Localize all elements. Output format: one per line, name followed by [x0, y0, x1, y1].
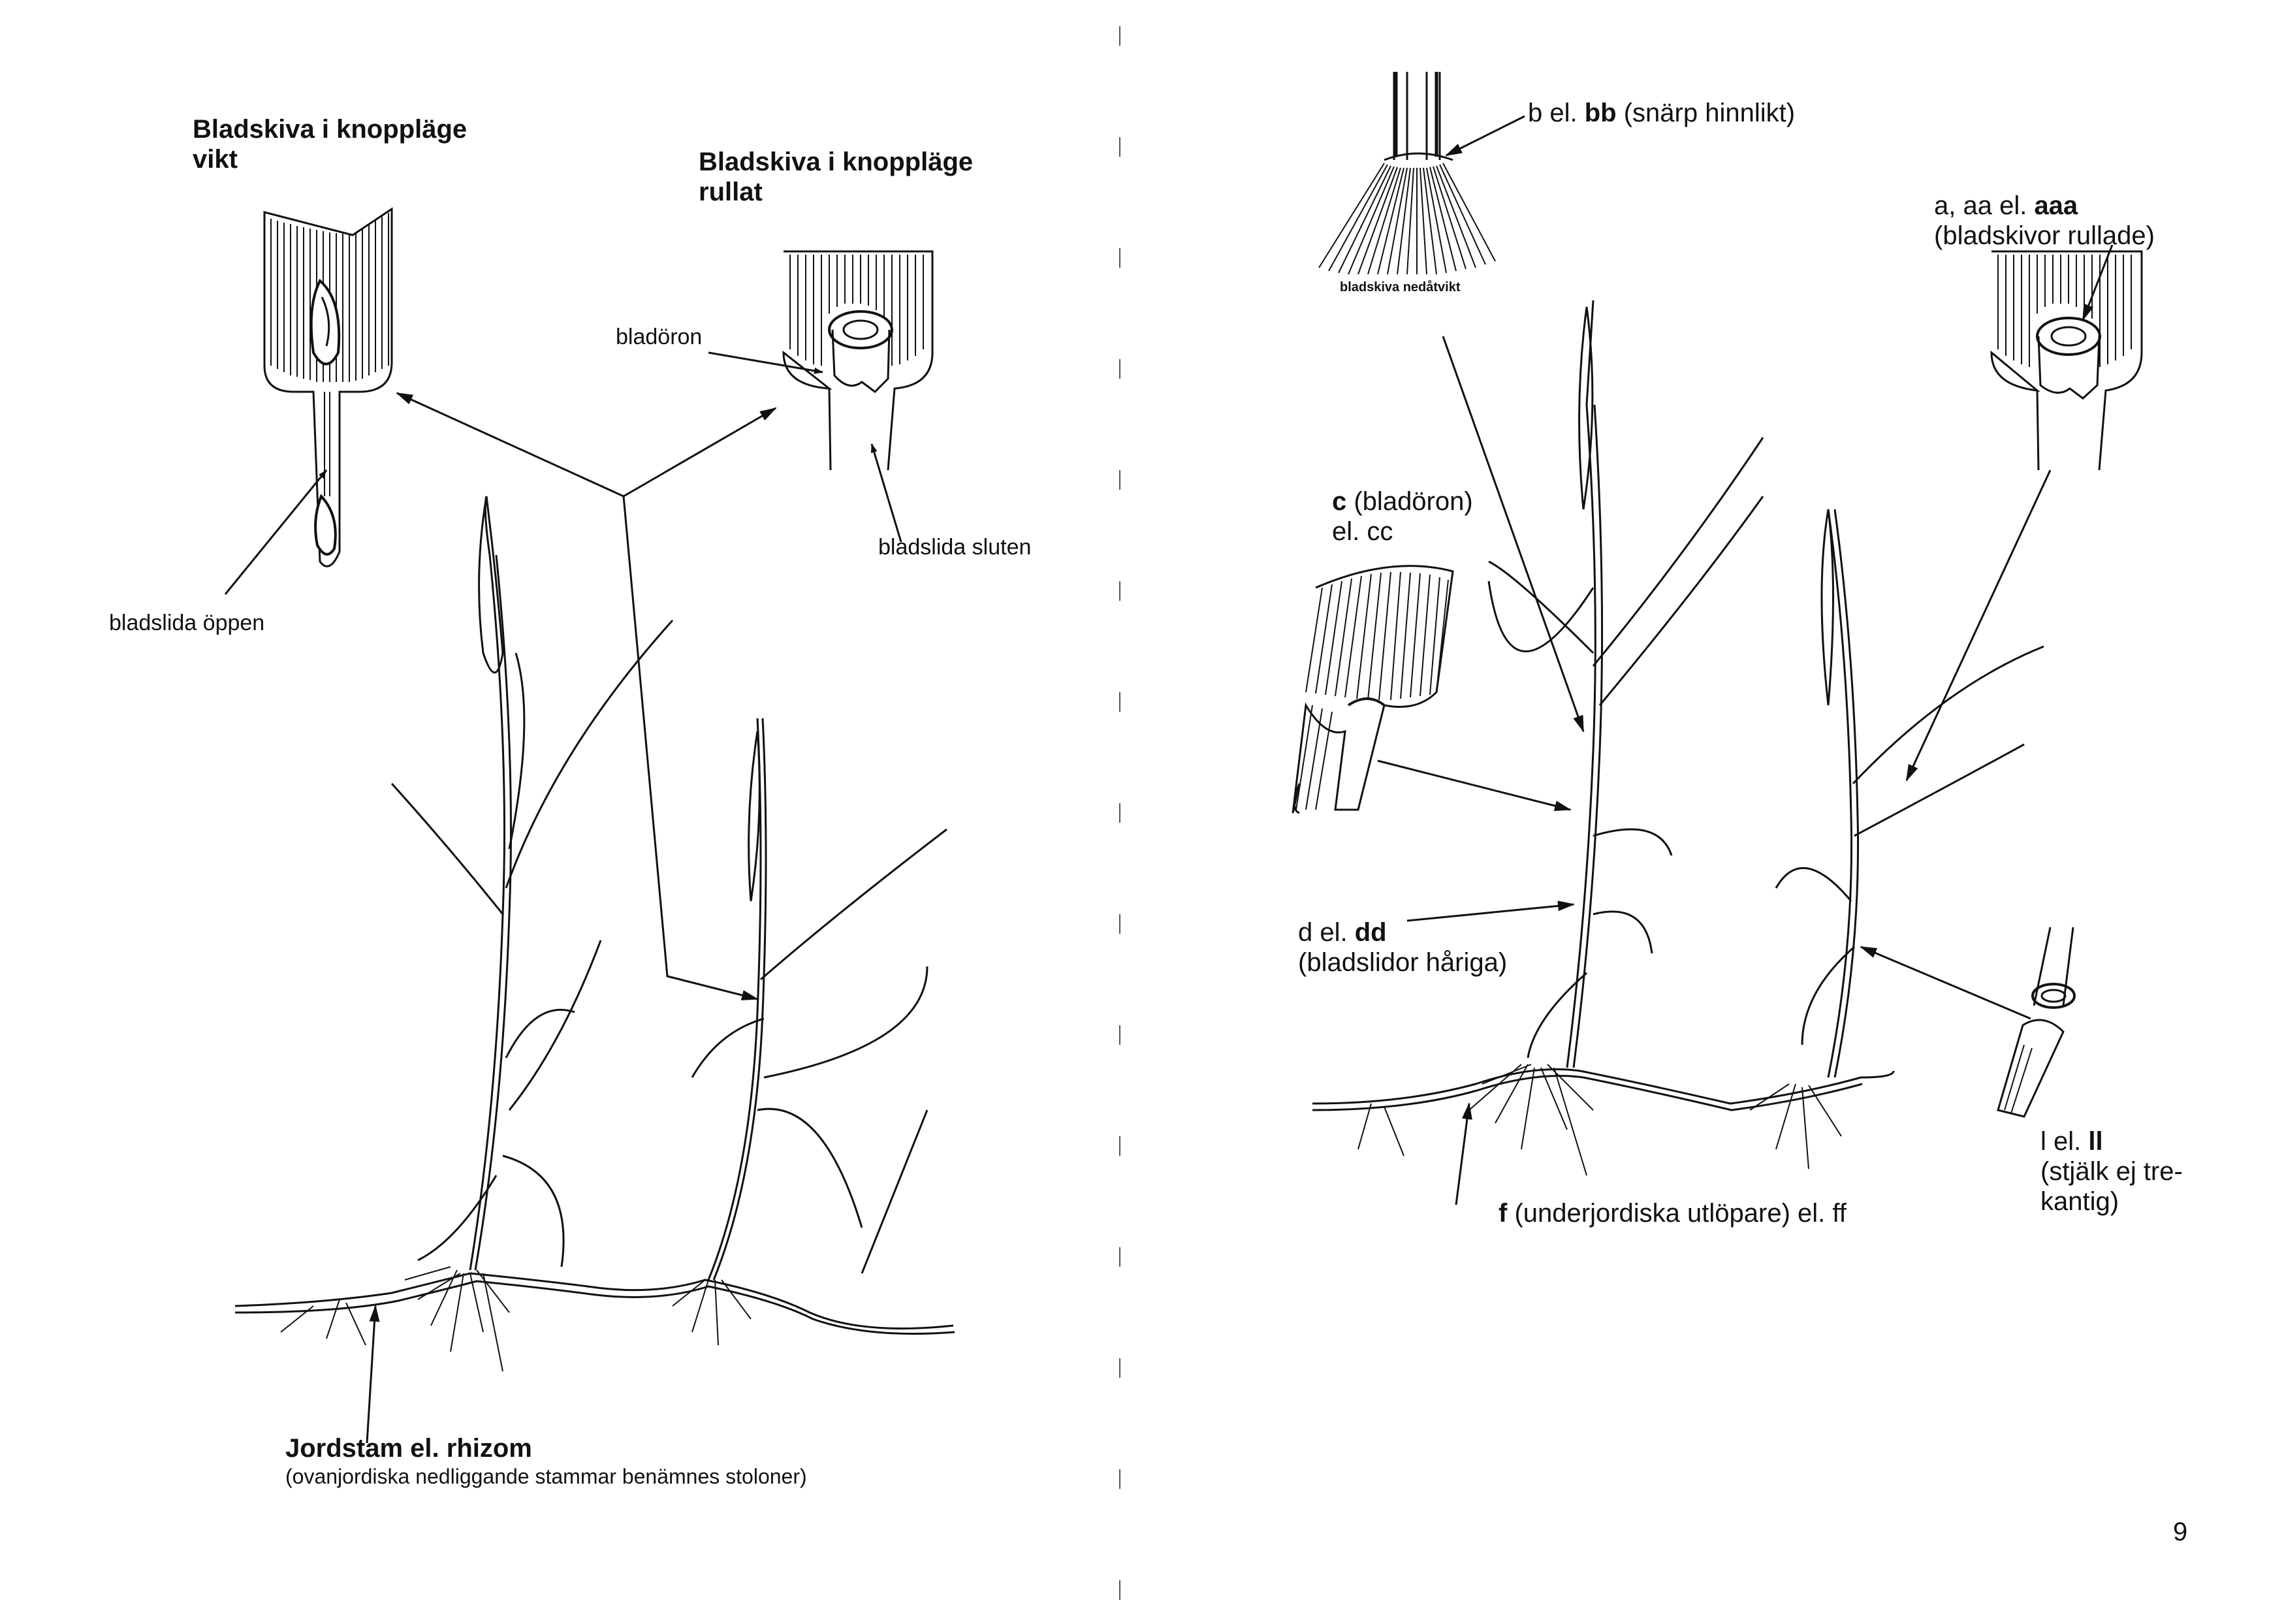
left-diagram-arrows	[224, 351, 902, 1444]
rolled-leaves-label-line2: (bladskivor rullade)	[1934, 221, 2155, 250]
stem-label-line2: (stjälk ej tre-	[2040, 1157, 2183, 1186]
folded-bud-heading: Bladskiva i knoppläge vikt	[193, 114, 467, 174]
sheath-open-label: bladslida öppen	[109, 611, 265, 635]
page-number: 9	[2173, 1518, 2188, 1546]
auricles-label-line1: c (bladöron)	[1332, 486, 1473, 517]
hairy-sheaths-label-line1: d el. dd	[1298, 917, 1507, 947]
stem-section-drawing	[1997, 927, 2076, 1118]
ligule-detail-drawing	[1318, 72, 1496, 275]
stem-label-line3: kantig)	[2040, 1187, 2119, 1216]
stolons-code: f	[1499, 1199, 1508, 1228]
stem-code: ll	[2088, 1127, 2103, 1156]
rolled-bud-heading: Bladskiva i knoppläge rullat	[699, 147, 973, 207]
rolled-bud-leaf-drawing	[782, 250, 934, 471]
auricles-label: c (bladöron) el. cc	[1332, 486, 1473, 547]
stem-label: l el. ll (stjälk ej tre- kantig)	[2040, 1126, 2183, 1217]
ligule-label-text: (snärp hinnlikt)	[1616, 99, 1796, 127]
auricles-label-line2: el. cc	[1332, 517, 1393, 546]
rolled-bud-heading-line2: rullat	[699, 178, 763, 206]
sheath-closed-label: bladslida sluten	[878, 535, 1032, 560]
auricles-text: (bladöron)	[1346, 487, 1473, 516]
rolled-leaves-code: aaa	[2034, 191, 2078, 220]
folded-bud-heading-line2: vikt	[193, 145, 238, 174]
rhizome-title: Jordstam el. rhizom	[285, 1434, 532, 1463]
stem-label-line1: l el. ll	[2040, 1126, 2183, 1156]
folded-bud-leaf-drawing	[263, 207, 393, 567]
hairy-sheaths-label-line2: (bladslidor håriga)	[1298, 948, 1508, 977]
stem-prefix: l el.	[2040, 1127, 2089, 1156]
hairy-sheaths-code: dd	[1354, 918, 1387, 947]
rhizome-note: (ovanjordiska nedliggande stammar benämn…	[285, 1465, 807, 1488]
ligule-label: b el. bb (snärp hinnlikt)	[1528, 98, 1795, 128]
ligule-label-prefix: b el.	[1528, 99, 1585, 127]
stolon-plant-drawing	[1312, 300, 2044, 1176]
stolons-label: f (underjordiska utlöpare) el. ff	[1499, 1198, 1847, 1228]
rolled-leaves-prefix: a, aa el.	[1934, 191, 2035, 220]
auricles-code: c	[1332, 487, 1347, 516]
auricle-label: bladöron	[616, 325, 703, 349]
ligule-label-code: bb	[1584, 99, 1617, 127]
auricle-detail-drawing	[1292, 565, 1454, 814]
hairy-sheaths-label: d el. dd (bladslidor håriga)	[1298, 917, 1507, 978]
folded-bud-heading-line1: Bladskiva i knoppläge	[193, 115, 468, 144]
right-diagram-arrows	[1377, 115, 2114, 1205]
rolled-bud-heading-line1: Bladskiva i knoppläge	[699, 148, 974, 176]
hairy-sheaths-prefix: d el.	[1298, 918, 1355, 947]
stolons-text: (underjordiska utlöpare) el. ff	[1507, 1199, 1847, 1228]
rolled-leaves-label-line1: a, aa el. aaa	[1934, 191, 2155, 221]
leaf-reflexed-label: bladskiva nedåtvikt	[1340, 280, 1461, 295]
rhizome-plant-drawing	[234, 496, 955, 1372]
rolled-leaf-detail-drawing	[1990, 250, 2143, 471]
rolled-leaves-label: a, aa el. aaa (bladskivor rullade)	[1934, 191, 2155, 251]
